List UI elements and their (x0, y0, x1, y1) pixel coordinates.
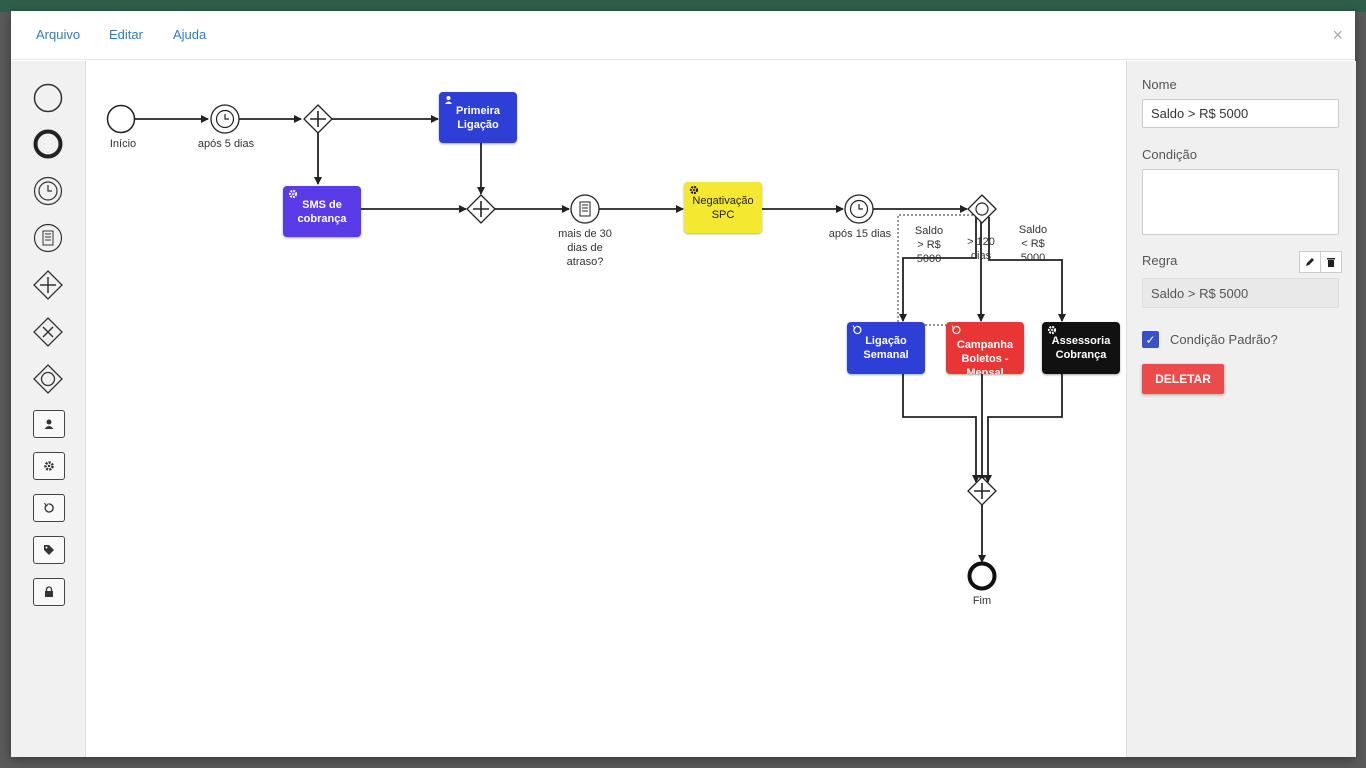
menubar: Arquivo Editar Ajuda × (11, 11, 1355, 60)
diagram-connections (106, 104, 1066, 591)
end-event-icon[interactable] (31, 127, 65, 161)
start-event-icon[interactable] (31, 81, 65, 115)
timer-event-1[interactable] (210, 104, 240, 134)
message-event-icon[interactable] (31, 221, 65, 255)
diagram-canvas[interactable]: Início após 5 dias mais de 30 dias de at… (86, 61, 1175, 757)
task-label: Primeira Ligação (455, 104, 501, 131)
start-event[interactable] (106, 104, 136, 134)
edit-rule-button[interactable] (1299, 251, 1321, 273)
task-label: Campanha Boletos - Mensal (956, 339, 1014, 374)
inclusive-gateway-icon[interactable] (31, 362, 65, 396)
start-event-label: Início (109, 138, 137, 150)
condition-textarea[interactable] (1142, 169, 1339, 235)
rule-label: Regra (1142, 253, 1178, 268)
user-task-button[interactable] (33, 410, 65, 438)
tag-icon (44, 545, 54, 555)
parallel-gateway-join[interactable] (466, 194, 496, 224)
end-event[interactable] (967, 561, 997, 591)
timer-event-2-label: após 15 dias (828, 228, 892, 240)
element-palette (11, 61, 86, 757)
end-event-label: Fim (972, 595, 992, 607)
lock-icon (45, 586, 53, 597)
app-topbar (0, 0, 1366, 12)
parallel-gateway-split[interactable] (303, 104, 333, 134)
pencil-icon (1306, 258, 1314, 266)
condition-label-gt: Saldo > R$ 5000 (914, 225, 944, 265)
tag-button[interactable] (33, 536, 65, 564)
inclusive-gateway[interactable] (967, 194, 997, 224)
flow-ligacao-join (902, 373, 980, 483)
name-label: Nome (1142, 77, 1177, 92)
message-event-label: mais de 30 dias de atraso? (558, 228, 612, 268)
task-sms-cobranca[interactable]: SMS de cobrança (283, 186, 361, 237)
flow-gw-assessoria (988, 217, 1066, 322)
menu-file[interactable]: Arquivo (36, 27, 81, 42)
task-primeira-ligacao[interactable]: Primeira Ligação (439, 92, 517, 143)
timer-event-icon[interactable] (31, 174, 65, 208)
delete-button[interactable]: DELETAR (1142, 364, 1224, 394)
user-icon (44, 419, 54, 429)
task-ligacao-semanal[interactable]: Ligação Semanal (847, 322, 925, 374)
default-condition-checkbox[interactable]: ✓ (1142, 331, 1159, 348)
task-label: Ligação Semanal (863, 335, 909, 361)
message-event[interactable] (570, 194, 600, 224)
lock-button[interactable] (33, 578, 65, 606)
rule-value: Saldo > R$ 5000 (1142, 278, 1339, 308)
menu-help[interactable]: Ajuda (173, 27, 207, 42)
condition-label-lt: Saldo < R$ 5000 (1018, 224, 1048, 264)
timer-event-1-label: após 5 dias (197, 138, 255, 150)
task-negativacao-spc[interactable]: Negativação SPC (684, 182, 762, 233)
task-label: Negativação SPC (692, 194, 754, 221)
flow-gw-ligacao (899, 217, 977, 322)
default-condition-label: Condição Padrão? (1170, 332, 1278, 347)
timer-event-2[interactable] (844, 194, 874, 224)
bpmn-editor-dialog: Arquivo Editar Ajuda × (11, 11, 1356, 757)
close-icon[interactable]: × (1332, 25, 1343, 45)
service-task-button[interactable] (33, 452, 65, 480)
exclusive-gateway-icon[interactable] (31, 315, 65, 349)
menu-edit[interactable]: Editar (109, 27, 143, 42)
parallel-gateway-icon[interactable] (31, 268, 65, 302)
task-label: Assessoria Cobrança (1051, 335, 1111, 361)
loop-icon (44, 502, 54, 513)
task-assessoria-cobranca[interactable]: Assessoria Cobrança (1042, 322, 1120, 374)
loop-task-button[interactable] (33, 494, 65, 522)
parallel-gateway-final-join[interactable] (967, 476, 997, 506)
gear-icon (44, 461, 54, 471)
trash-icon (1327, 258, 1335, 267)
delete-rule-button[interactable] (1320, 251, 1342, 273)
name-input[interactable]: Saldo > R$ 5000 (1142, 99, 1339, 128)
task-label: SMS de cobrança (297, 198, 347, 225)
flow-assessoria-join (984, 373, 1063, 483)
condition-label: Condição (1142, 147, 1197, 162)
properties-panel: Nome Saldo > R$ 5000 Condição Regra Sald… (1126, 61, 1356, 757)
condition-label-mid: > 120 dias (967, 236, 995, 262)
task-campanha-boletos[interactable]: Campanha Boletos - Mensal (946, 322, 1024, 374)
